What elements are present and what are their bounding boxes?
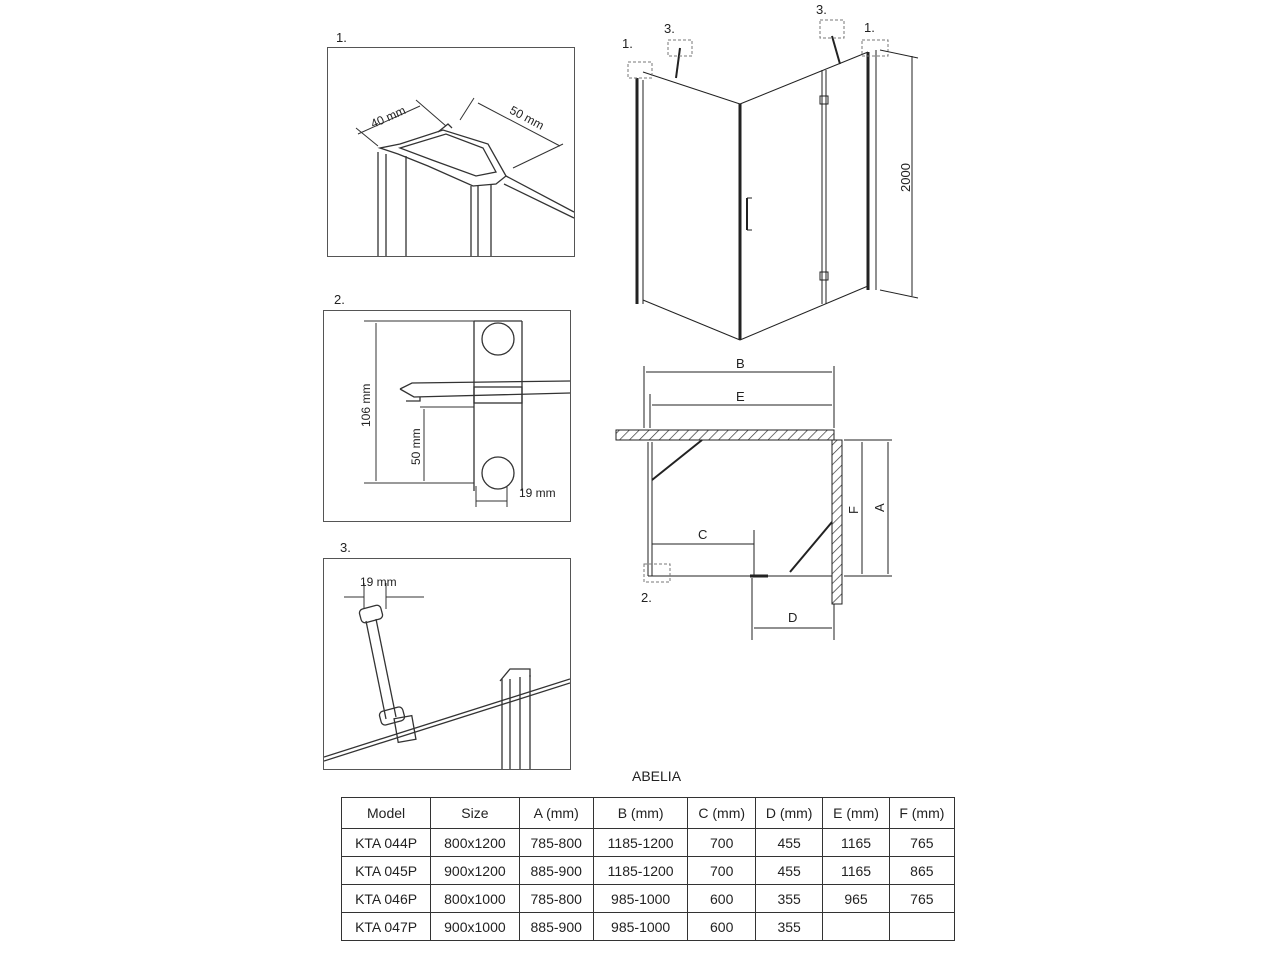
table-cell: 885-900 <box>518 912 594 941</box>
plan-callout-2: 2. <box>641 590 652 605</box>
detail-1-drawing: 40 mm 50 mm <box>355 97 575 256</box>
detail-1-dim-a: 40 mm <box>369 103 408 131</box>
table-cell: 900x1000 <box>430 912 520 941</box>
elevation-height-label: 2000 <box>898 163 913 192</box>
table-row: KTA 045P 900x1200 885-900 1185-1200 700 … <box>340 856 956 885</box>
table-row: KTA 047P 900x1000 885-900 985-1000 600 3… <box>340 912 956 941</box>
header-b: B (mm) <box>592 797 689 829</box>
table-cell <box>888 912 956 941</box>
header-f: F (mm) <box>888 797 956 829</box>
spec-table-header-row: Model Size A (mm) B (mm) C (mm) D (mm) E… <box>340 797 956 829</box>
table-cell: 985-1000 <box>592 884 689 913</box>
table-cell: 785-800 <box>518 884 594 913</box>
plan-dim-f: F <box>846 506 861 514</box>
header-size: Size <box>430 797 520 829</box>
table-cell: 800x1000 <box>430 884 520 913</box>
table-cell: 455 <box>754 828 824 857</box>
header-d: D (mm) <box>754 797 824 829</box>
detail-3-drawing: 19 mm <box>323 575 571 769</box>
plan-dim-b: B <box>736 356 745 371</box>
plan-dim-c: C <box>698 527 707 542</box>
table-cell: 765 <box>888 828 956 857</box>
table-cell: 1165 <box>822 856 890 885</box>
detail-1-panel: 40 mm 50 mm <box>327 47 575 257</box>
plan-dim-d: D <box>788 610 797 625</box>
table-cell: 700 <box>687 828 756 857</box>
table-cell: 800x1200 <box>430 828 520 857</box>
detail-2-dim-height: 106 mm <box>359 384 373 427</box>
table-row: KTA 044P 800x1200 785-800 1185-1200 700 … <box>340 828 956 857</box>
detail-3-panel: 19 mm <box>323 558 571 770</box>
elevation-callout-1-right: 1. <box>864 20 875 35</box>
detail-2-dim-width: 19 mm <box>519 486 556 500</box>
table-cell: 700 <box>687 856 756 885</box>
table-cell: 1185-1200 <box>592 856 689 885</box>
table-cell: 355 <box>754 912 824 941</box>
detail-2-drawing: 106 mm 50 mm 19 mm <box>359 320 571 507</box>
elevation-callout-3-left: 3. <box>664 21 675 36</box>
table-cell: 900x1200 <box>430 856 520 885</box>
spec-table-title: ABELIA <box>632 768 682 784</box>
table-cell: 865 <box>888 856 956 885</box>
table-cell: KTA 047P <box>340 912 432 941</box>
table-cell: 455 <box>754 856 824 885</box>
table-cell: 1165 <box>822 828 890 857</box>
detail-2-panel: 106 mm 50 mm 19 mm <box>323 310 571 522</box>
elevation-callout-1-left: 1. <box>622 36 633 51</box>
table-cell: 765 <box>888 884 956 913</box>
spec-table: Model Size A (mm) B (mm) C (mm) D (mm) E… <box>340 797 956 941</box>
shower-elevation-drawing: 1. 3. 3. 1. 2000 <box>622 2 919 341</box>
table-cell: KTA 046P <box>340 884 432 913</box>
detail-3-number: 3. <box>340 540 351 555</box>
detail-2-dim-offset: 50 mm <box>409 428 423 465</box>
table-cell: KTA 044P <box>340 828 432 857</box>
detail-2-number: 2. <box>334 292 345 307</box>
plan-dim-e: E <box>736 389 745 404</box>
table-cell: 885-900 <box>518 856 594 885</box>
header-model: Model <box>340 797 432 829</box>
table-cell: 355 <box>754 884 824 913</box>
header-e: E (mm) <box>822 797 890 829</box>
table-cell: 985-1000 <box>592 912 689 941</box>
header-a: A (mm) <box>518 797 594 829</box>
table-cell: 600 <box>687 884 756 913</box>
header-c: C (mm) <box>687 797 756 829</box>
detail-3-dim-width: 19 mm <box>360 575 397 589</box>
plan-dim-a: A <box>872 503 887 512</box>
table-cell: KTA 045P <box>340 856 432 885</box>
table-cell: 1185-1200 <box>592 828 689 857</box>
table-cell <box>822 912 890 941</box>
table-cell: 965 <box>822 884 890 913</box>
table-cell: 600 <box>687 912 756 941</box>
elevation-callout-3-right: 3. <box>816 2 827 17</box>
table-cell: 785-800 <box>518 828 594 857</box>
detail-1-number: 1. <box>336 30 347 45</box>
shower-plan-drawing: B E C D F A 2. <box>615 356 892 640</box>
table-row: KTA 046P 800x1000 785-800 985-1000 600 3… <box>340 884 956 913</box>
